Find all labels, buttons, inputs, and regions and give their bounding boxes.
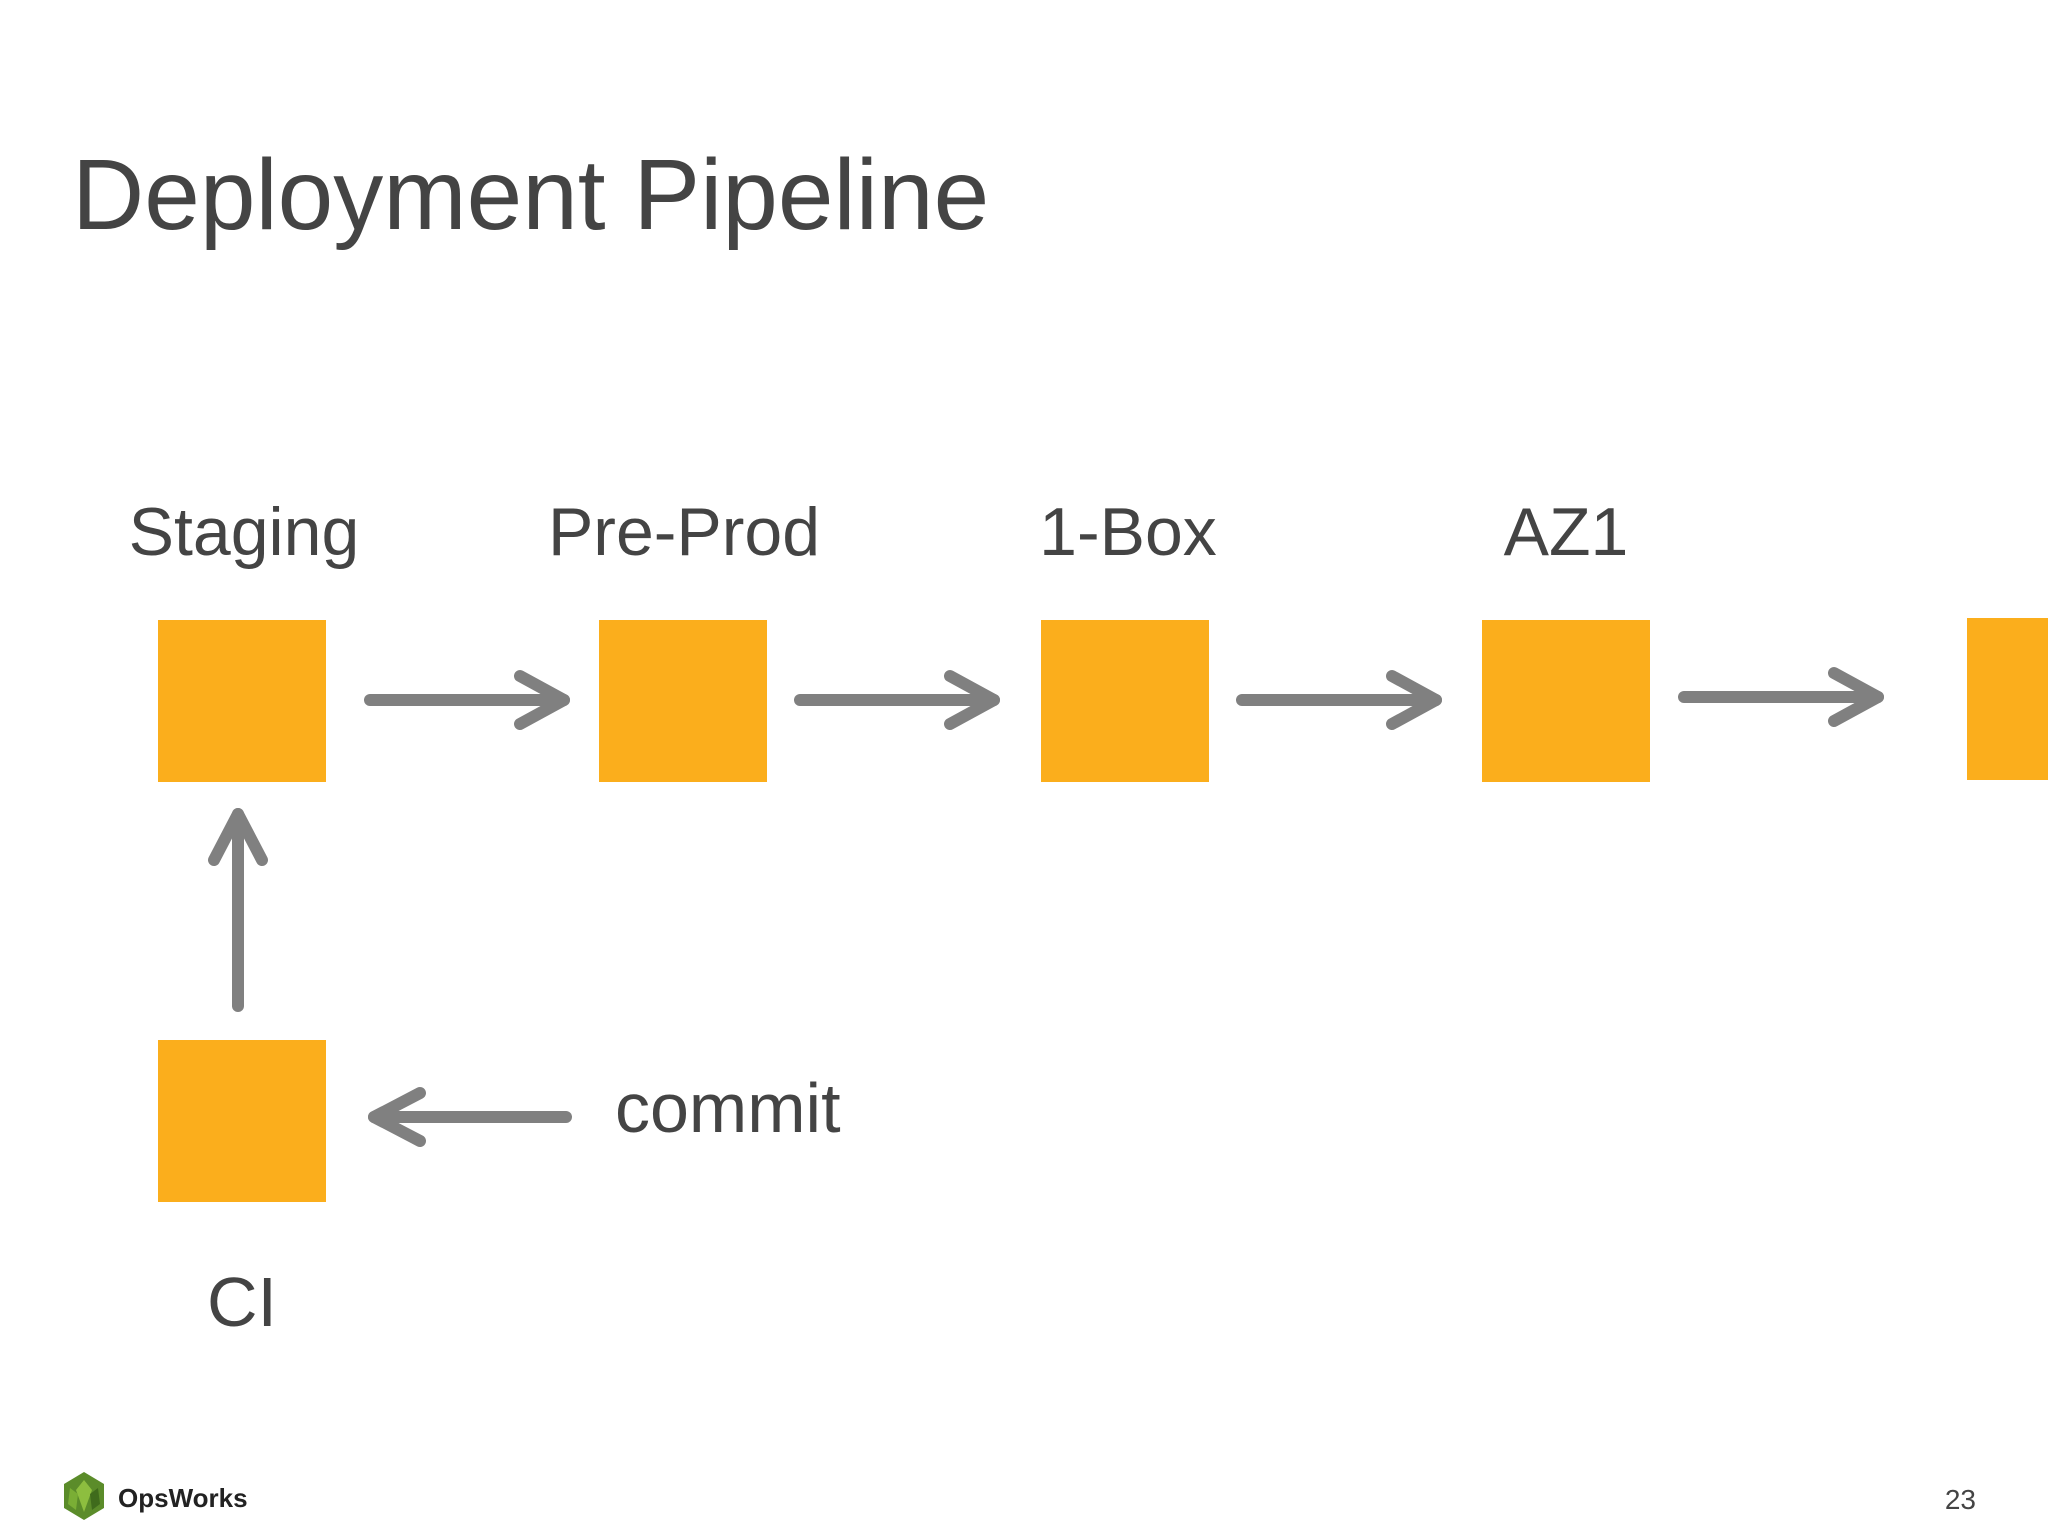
arrow-commit-to-ci: [368, 1087, 572, 1147]
arrow-az1-to-next: [1678, 667, 1884, 727]
stage-box-staging: [158, 620, 326, 782]
stage-box-az1: [1482, 620, 1650, 782]
slide-title: Deployment Pipeline: [72, 139, 990, 251]
stage-box-preprod: [599, 620, 767, 782]
page-number: 23: [1944, 1484, 1976, 1515]
opsworks-logo-icon: [62, 1470, 106, 1527]
arrow-ci-to-staging: [208, 808, 268, 1012]
brand-logo: OpsWorks: [62, 1470, 248, 1526]
brand-name: OpsWorks: [118, 1482, 248, 1513]
arrow-preprod-to-1box: [794, 670, 1000, 730]
arrow-staging-to-preprod: [364, 670, 570, 730]
stage-label-preprod: Pre-Prod: [547, 494, 821, 570]
stage-label-az1: AZ1: [1503, 494, 1629, 570]
stage-label-staging: Staging: [128, 494, 360, 570]
arrow-1box-to-az1: [1236, 670, 1442, 730]
stage-box-next: [1967, 618, 2048, 780]
ci-box: [158, 1040, 326, 1202]
stage-box-1box: [1041, 620, 1209, 782]
ci-label: CI: [207, 1263, 277, 1341]
stage-label-1box: 1-Box: [1039, 494, 1217, 570]
commit-label: commit: [615, 1069, 841, 1147]
